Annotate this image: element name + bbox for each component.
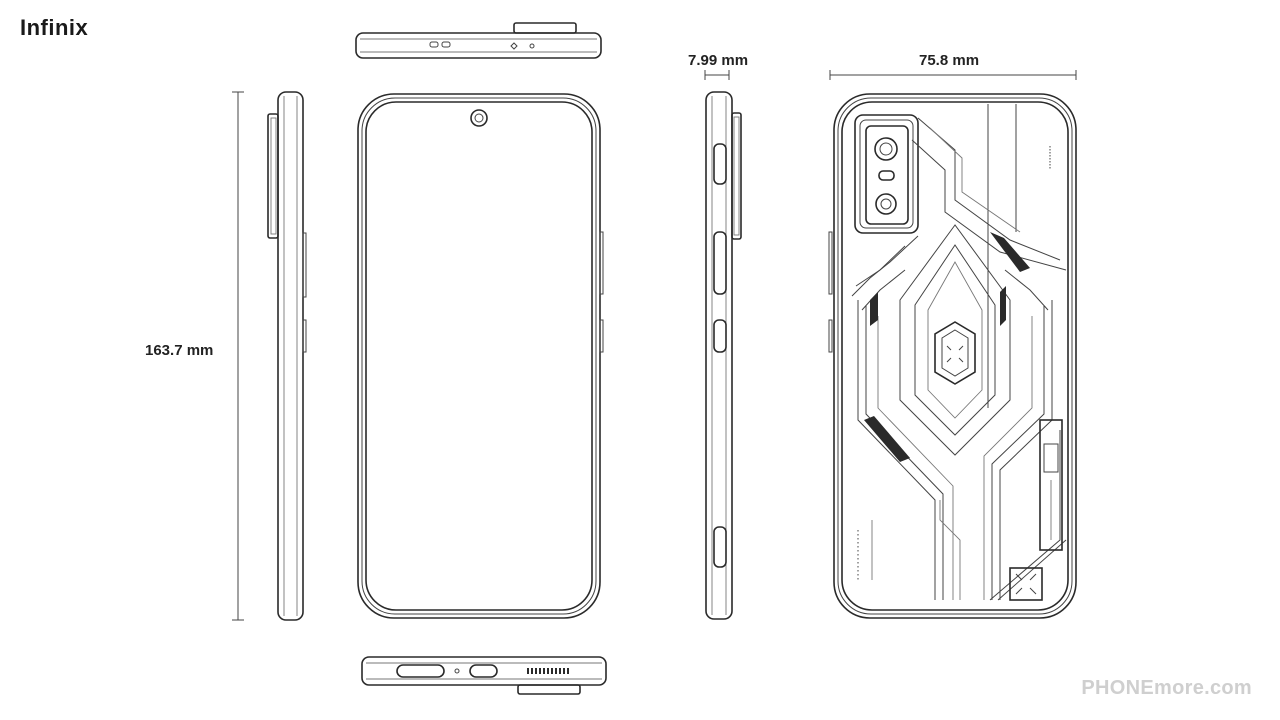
width-label: 75.8 mm (919, 52, 980, 69)
thickness-dimension-line (704, 70, 730, 80)
height-dimension-line (232, 91, 244, 621)
model-badge-icon (1039, 419, 1063, 551)
brand-logo: Infinix (20, 15, 89, 40)
rear-camera-module (854, 114, 919, 234)
flash-icon (878, 170, 895, 181)
back-view (828, 93, 1077, 619)
front-view (357, 93, 604, 619)
secondary-camera-lens-icon (875, 193, 897, 215)
watermark: PHONEmore.com (1081, 677, 1252, 699)
corner-emblem-icon (1009, 567, 1043, 601)
thickness-label: 7.99 mm (688, 52, 749, 69)
main-camera-lens-icon (874, 137, 898, 161)
top-edge-view (355, 22, 602, 59)
height-label: 163.7 mm (145, 342, 214, 359)
vent-dots-icon (857, 146, 1051, 580)
speaker-grille-icon (527, 668, 569, 674)
front-camera-icon (470, 109, 488, 127)
left-side-view (267, 91, 307, 621)
center-emblem-icon (934, 321, 976, 385)
width-dimension-line (829, 70, 1077, 80)
right-side-view (705, 91, 742, 620)
bottom-edge-view (361, 656, 607, 695)
back-panel-pattern (851, 104, 1067, 601)
